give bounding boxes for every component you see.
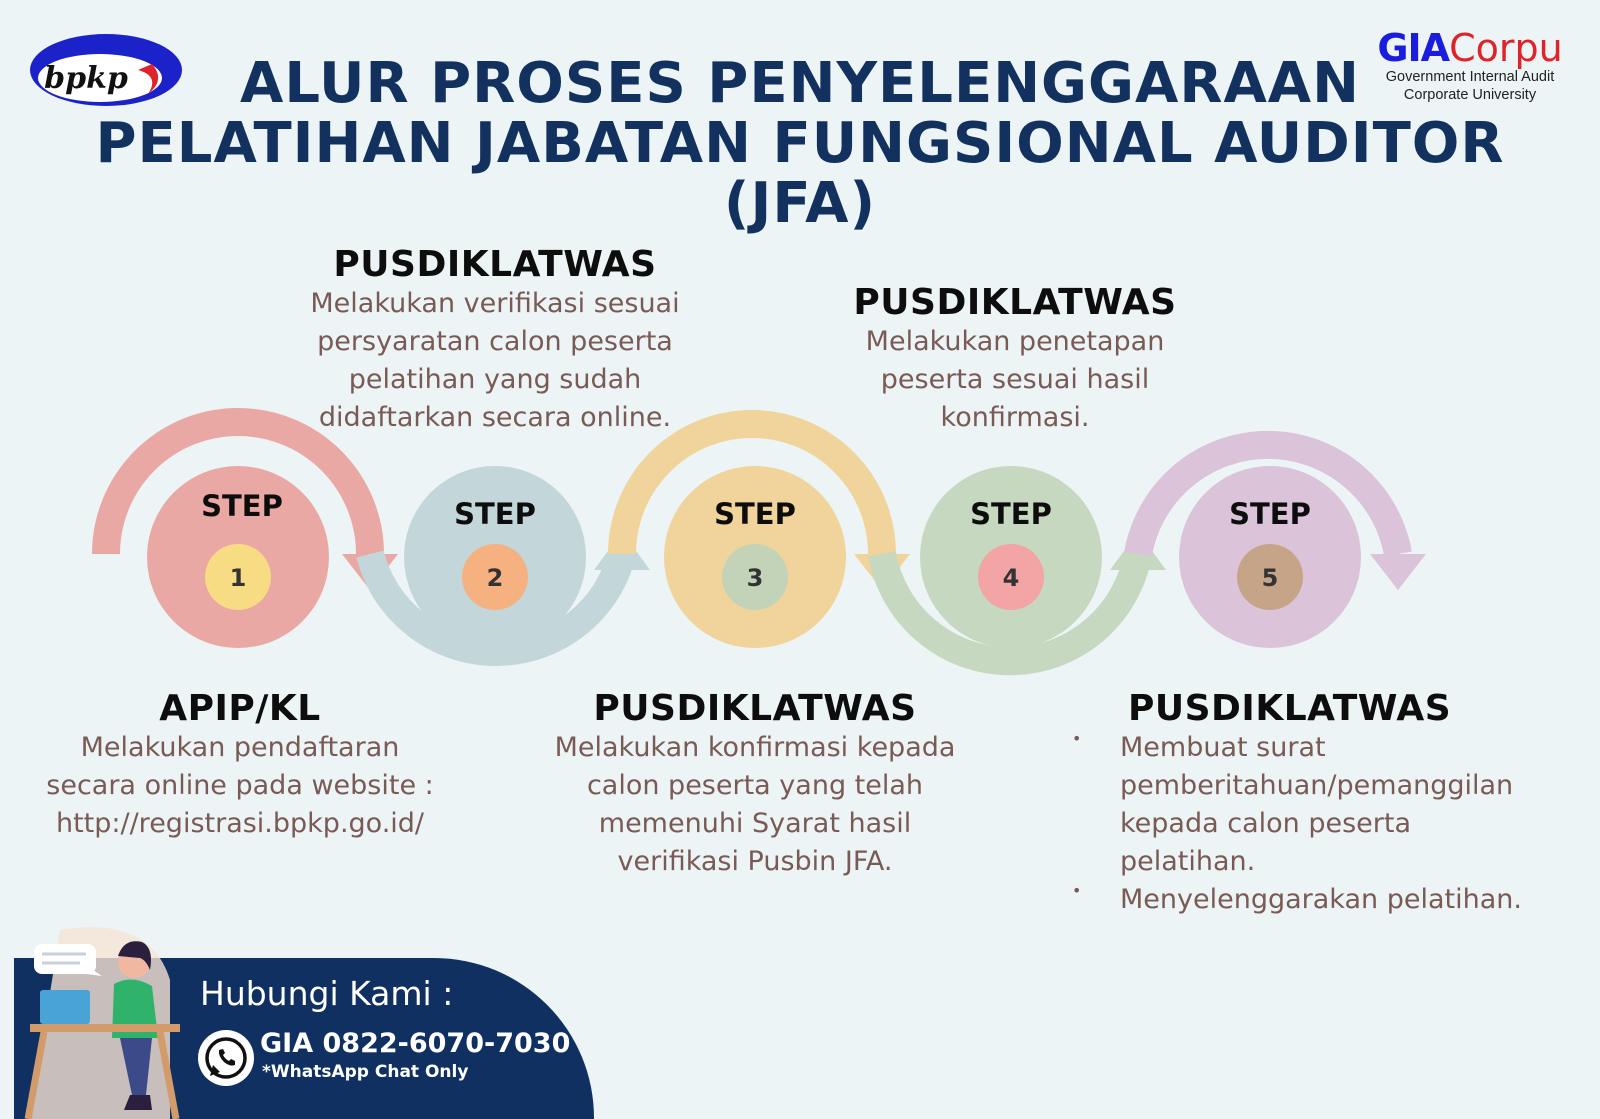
step-5-bullet-list: • Membuat surat pemberitahuan/pemanggila… — [1060, 729, 1600, 919]
step-3-line: verifikasi Pusbin JFA. — [617, 846, 893, 877]
step-4-node: STEP 4 — [920, 466, 1102, 648]
step-5-bullet-item: • Menyelenggarakan pelatihan. — [1060, 881, 1600, 919]
bpkp-logo: bpkp — [28, 30, 188, 112]
arc-4 — [868, 551, 1152, 676]
step-5-line: pemberitahuan/pemanggilan — [1120, 770, 1514, 801]
arrow-5 — [1370, 554, 1426, 590]
step-4-line: Melakukan penetapan — [865, 326, 1165, 357]
step-5-line: Menyelenggarakan pelatihan. — [1120, 884, 1522, 915]
step-1-description: APIP/KL Melakukan pendaftaran secara onl… — [20, 688, 460, 843]
step-1-label: STEP — [201, 489, 283, 523]
customer-service-illustration — [0, 920, 190, 1119]
step-3-heading: PUSDIKLATWAS — [593, 688, 917, 729]
step-4-line: peserta sesuai hasil — [880, 364, 1150, 395]
step-2-description: PUSDIKLATWAS Melakukan verifikasi sesuai… — [280, 244, 710, 437]
gia-logo-bold: GIA — [1377, 26, 1450, 70]
step-5-heading: PUSDIKLATWAS — [1128, 688, 1452, 729]
step-2-node: STEP 2 — [404, 466, 586, 648]
step-4-heading: PUSDIKLATWAS — [853, 282, 1177, 323]
step-4-label: STEP — [970, 497, 1052, 531]
step-2-heading: PUSDIKLATWAS — [333, 244, 657, 285]
title-line-2: PELATIHAN JABATAN FUNGSIONAL AUDITOR — [95, 111, 1505, 176]
bpkp-logo-text: bpkp — [44, 61, 128, 96]
step-2-line: Melakukan verifikasi sesuai — [310, 288, 680, 319]
contact-phone[interactable]: GIA 0822-6070-7030 — [260, 1028, 571, 1059]
step-1-line: secara online pada website : — [46, 770, 434, 801]
step-3-number: 3 — [747, 564, 764, 592]
step-1-line: Melakukan pendaftaran — [80, 732, 400, 763]
title-line-3: (JFA) — [723, 171, 877, 236]
step-2-line: persyaratan calon peserta — [317, 326, 673, 357]
step-3-node: STEP 3 — [664, 466, 846, 648]
step-3-label: STEP — [714, 497, 796, 531]
contact-note: *WhatsApp Chat Only — [262, 1062, 469, 1082]
step-4-number: 4 — [1003, 564, 1020, 592]
step-2-line: pelatihan yang sudah — [348, 364, 642, 395]
step-3-description: PUSDIKLATWAS Melakukan konfirmasi kepada… — [520, 688, 990, 881]
arc-5 — [1124, 430, 1412, 557]
step-3-line: Melakukan konfirmasi kepada — [554, 732, 956, 763]
step-1-number: 1 — [230, 564, 247, 592]
step-4-description: PUSDIKLATWAS Melakukan penetapan peserta… — [800, 282, 1230, 437]
step-2-number: 2 — [487, 564, 504, 592]
bullet-icon: • — [1072, 881, 1082, 900]
step-2-label: STEP — [454, 497, 536, 531]
bullet-icon: • — [1072, 729, 1082, 748]
gia-logo-line1: Government Internal Audit — [1385, 69, 1555, 85]
process-flow-diagram: STEP 1 STEP 2 STEP 3 STEP 4 STEP 5 — [0, 400, 1600, 720]
step-2-line: didaftarkan secara online. — [318, 402, 672, 433]
gia-logo-line2: Corporate University — [1403, 87, 1537, 103]
step-5-number: 5 — [1262, 564, 1279, 592]
step-4-line: konfirmasi. — [940, 402, 1090, 433]
contact-title: Hubungi Kami : — [200, 974, 454, 1013]
step-3-line: memenuhi Syarat hasil — [598, 808, 912, 839]
arc-3 — [608, 410, 896, 555]
step-1-website-link[interactable]: http://registrasi.bpkp.go.id/ — [55, 808, 425, 839]
whatsapp-icon[interactable] — [198, 1030, 254, 1086]
arc-2 — [356, 550, 636, 666]
arc-1 — [92, 408, 384, 555]
step-5-bullet-item: • Membuat surat pemberitahuan/pemanggila… — [1060, 729, 1600, 881]
step-5-label: STEP — [1229, 497, 1311, 531]
gia-logo-corpu: Corpu — [1449, 26, 1563, 70]
step-1-node: STEP 1 — [147, 466, 329, 648]
step-1-heading: APIP/KL — [159, 688, 321, 729]
step-5-line: kepada calon peserta — [1120, 808, 1412, 839]
step-3-line: calon peserta yang telah — [586, 770, 924, 801]
step-5-line: Membuat surat — [1120, 732, 1326, 763]
gia-corpu-logo: GIACorpu Government Internal Audit Corpo… — [1360, 28, 1580, 108]
title-line-1: ALUR PROSES PENYELENGGARAAN — [239, 51, 1360, 116]
step-5-line: pelatihan. — [1120, 846, 1256, 877]
step-5-node: STEP 5 — [1179, 466, 1361, 648]
step-5-description: PUSDIKLATWAS • Membuat surat pemberitahu… — [1060, 688, 1600, 919]
page-title: ALUR PROSES PENYELENGGARAAN PELATIHAN JA… — [80, 54, 1520, 234]
